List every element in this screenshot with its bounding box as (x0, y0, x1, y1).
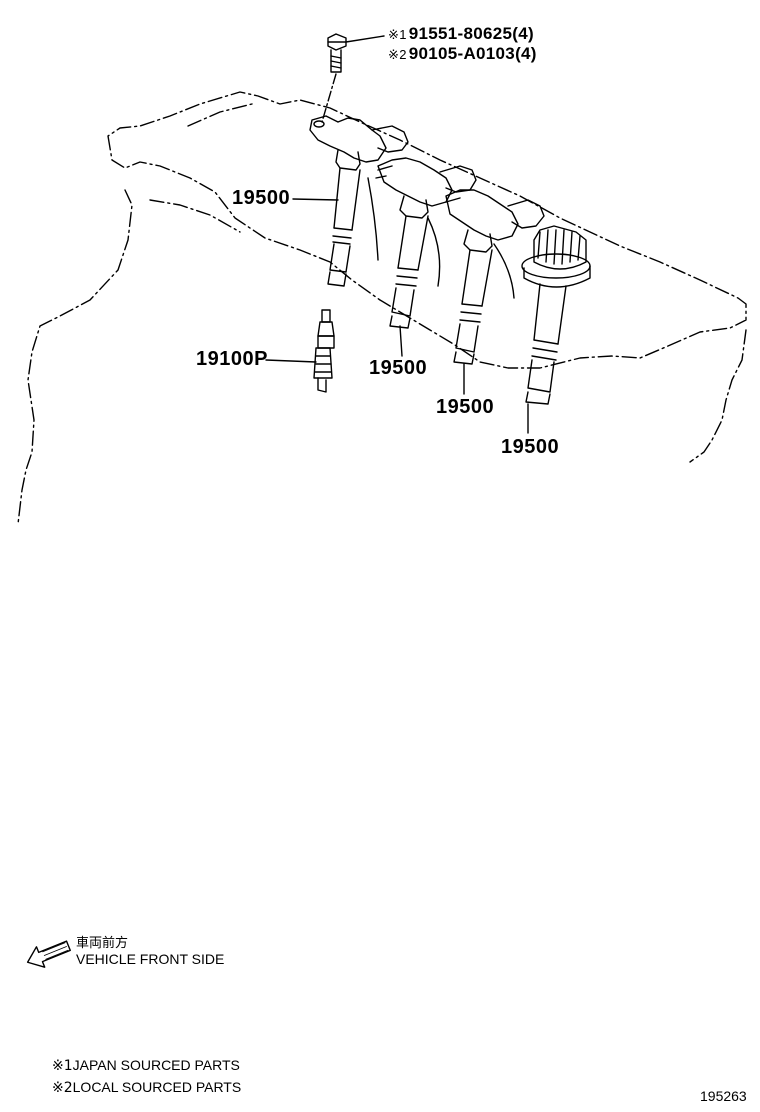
ignition-coil-2 (375, 157, 477, 329)
engine-head-outline (107, 91, 747, 369)
note-1: ※1JAPAN SOURCED PARTS (52, 1057, 240, 1074)
direction-en-text: VEHICLE FRONT SIDE (76, 951, 225, 967)
bolt-callout-1-marker: ※1 (388, 27, 407, 42)
coil-label-4: 19500 (501, 436, 560, 458)
note-2: ※2LOCAL SOURCED PARTS (52, 1079, 241, 1096)
ignition-coil-3 (445, 189, 545, 365)
coil-harness (367, 177, 515, 299)
left-down-arrow-icon (26, 940, 71, 968)
coil-label-1: 19500 (232, 187, 291, 209)
note-2-marker: ※2 (52, 1080, 73, 1096)
bolt (327, 33, 347, 73)
direction-jp-text: 車両前方 (76, 936, 129, 951)
ignition-coil-1 (309, 115, 409, 287)
note-2-text: LOCAL SOURCED PARTS (72, 1079, 242, 1095)
leader-coil-2 (399, 325, 403, 357)
note-1-text: JAPAN SOURCED PARTS (72, 1057, 240, 1073)
spark-plug-label: 19100P (196, 348, 268, 370)
bolt-callout-2-part: 90105-A0103(4) (408, 44, 537, 63)
coil-label-2: 19500 (369, 357, 428, 379)
engine-head-top-line (187, 103, 253, 127)
bolt-axis-line (321, 73, 337, 123)
leader-spark-plug (265, 359, 317, 363)
diagram-id: 195263 (700, 1088, 747, 1104)
engine-head-inner-line (149, 199, 241, 233)
note-1-marker: ※1 (52, 1058, 73, 1074)
bolt-callout-2-marker: ※2 (388, 47, 407, 62)
leader-coil-1 (292, 198, 339, 201)
bolt-leader-line (345, 35, 385, 43)
coil-label-3: 19500 (436, 396, 495, 418)
ignition-coil-4 (521, 225, 591, 405)
engine-head-right-edge (689, 329, 747, 463)
bolt-callout-1-part: 91551-80625(4) (408, 24, 534, 43)
engine-head-left-edge (17, 189, 133, 525)
spark-plug (313, 309, 335, 393)
